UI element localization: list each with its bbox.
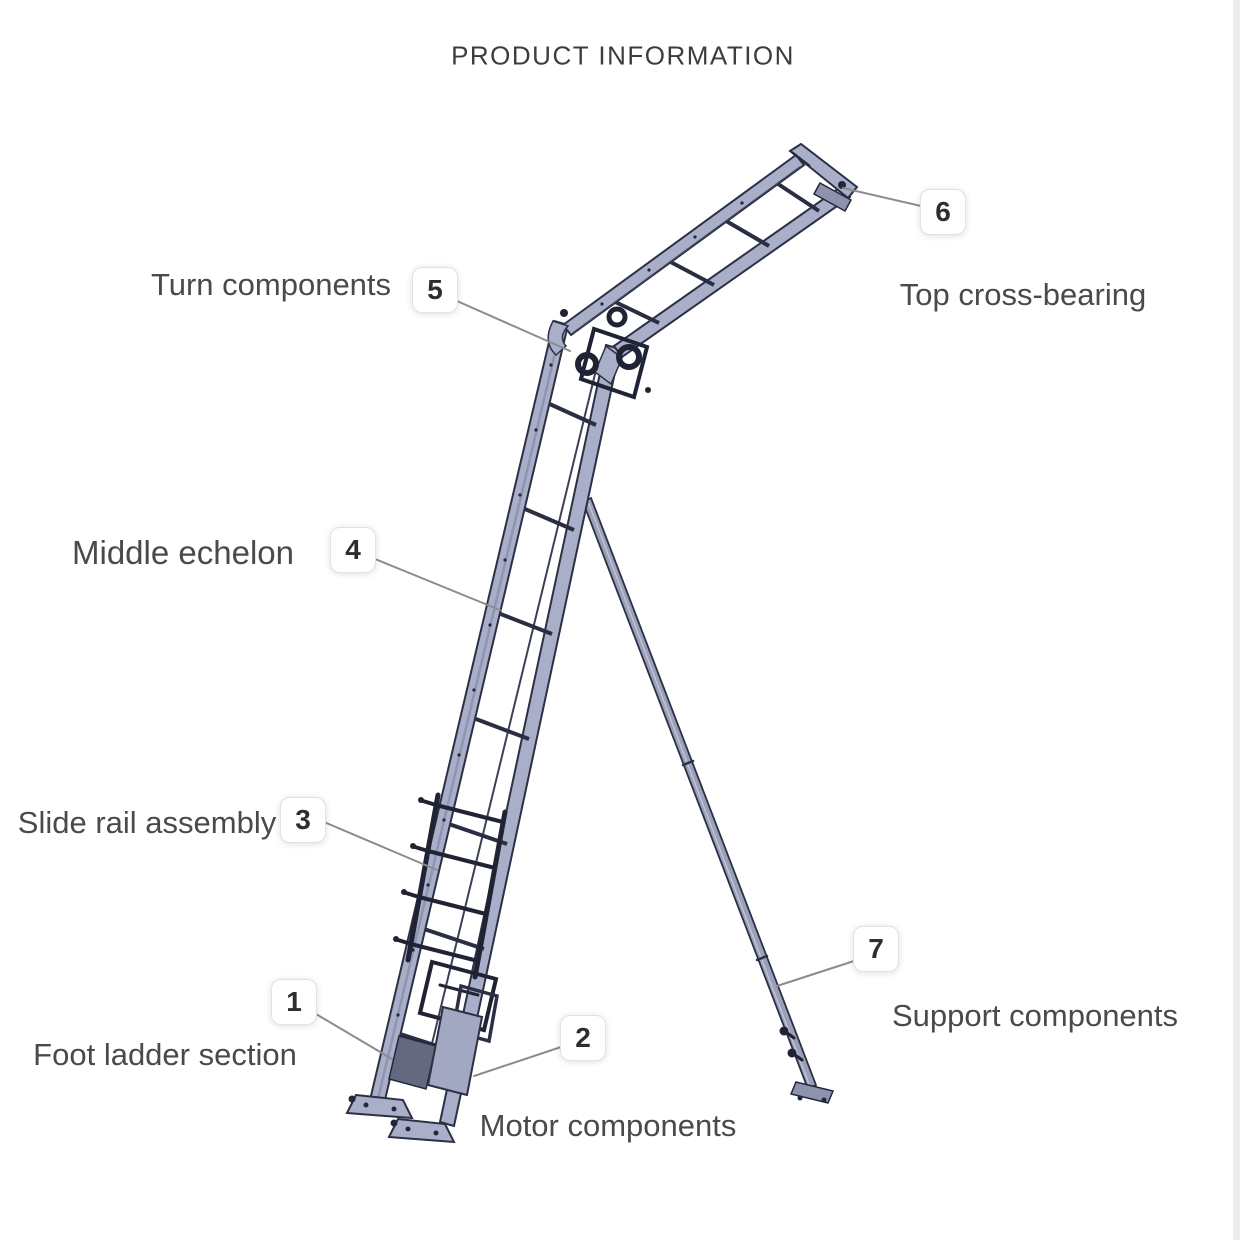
leader-lines [315, 187, 922, 1077]
ladder-rungs [393, 399, 597, 1056]
ladder-feet [345, 1093, 456, 1144]
leader-line-1 [315, 1013, 393, 1060]
label-motor-components: Motor components [479, 1108, 737, 1143]
pulley [575, 352, 599, 376]
support-leg [581, 496, 835, 1104]
label-foot-ladder-section: Foot ladder section [33, 1037, 297, 1072]
leader-line-5 [456, 300, 571, 352]
counter-box [388, 1035, 437, 1090]
image-edge-strip [1233, 0, 1240, 1240]
rail-bolts [396, 363, 553, 1017]
page-title: PRODUCT INFORMATION [451, 40, 795, 71]
slide-rail-carriage [393, 792, 508, 1033]
boom-crossbars [608, 178, 821, 325]
label-turn-components: Turn components [150, 267, 392, 302]
badge-6: 6 [920, 189, 966, 235]
pulley [616, 344, 642, 370]
leader-line-2 [473, 1046, 562, 1077]
badge-7: 7 [853, 926, 899, 972]
foot-left [345, 1093, 414, 1120]
badge-1: 1 [271, 979, 317, 1025]
label-top-cross-bearing: Top cross-bearing [899, 277, 1147, 312]
badge-3: 3 [280, 797, 326, 843]
lower-bracket [417, 959, 499, 1033]
turn-assembly [547, 306, 651, 400]
leader-line-4 [374, 558, 501, 611]
support-foot-plate [789, 1081, 835, 1104]
pulley [606, 306, 628, 328]
foot-right [387, 1117, 456, 1144]
leader-line-6 [842, 187, 922, 207]
leader-line-3 [323, 821, 438, 871]
hoist-cable [427, 369, 597, 1061]
label-middle-echelon: Middle echelon [72, 534, 294, 571]
top-cross-bearing-part [788, 142, 859, 213]
boom-bolts [600, 201, 744, 306]
motor-cover [426, 1005, 484, 1097]
badge-2: 2 [560, 1015, 606, 1061]
badge-4: 4 [330, 527, 376, 573]
badge-5: 5 [412, 267, 458, 313]
label-slide-rail-assembly: Slide rail assembly [17, 805, 277, 840]
label-support-components: Support components [891, 998, 1179, 1033]
top-boom [561, 142, 859, 386]
motor-assembly [388, 983, 500, 1097]
leader-line-7 [776, 960, 855, 987]
